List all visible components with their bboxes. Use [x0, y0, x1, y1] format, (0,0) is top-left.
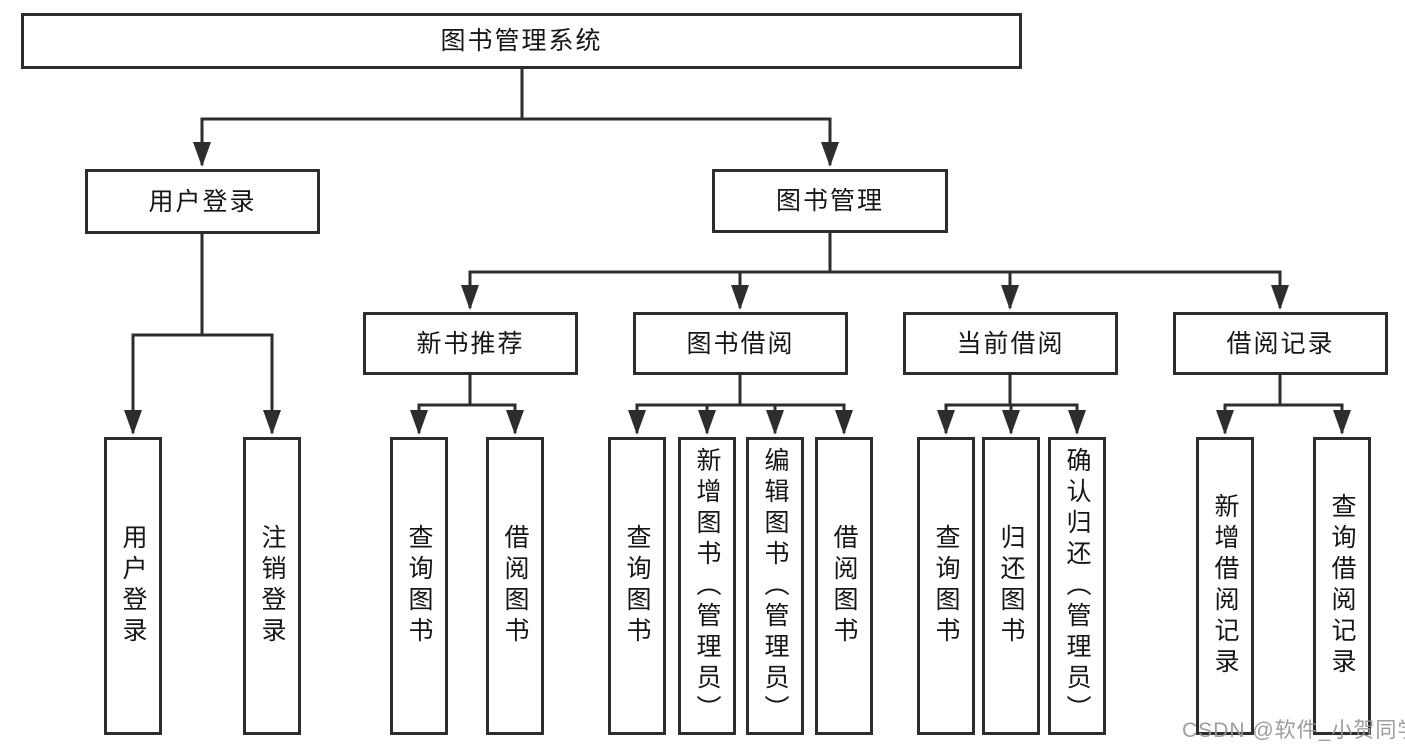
- leaf-label: 借阅图书: [501, 524, 529, 648]
- node-system-root: 图书管理系统: [21, 13, 1022, 69]
- leaf-label: 查询图书: [405, 524, 433, 648]
- leaf-label: 查询图书: [623, 524, 651, 648]
- node-label: 新书推荐: [416, 329, 525, 358]
- leaf-borrow-books-recommend: 借阅图书: [486, 437, 544, 735]
- leaf-label: 用户登录: [119, 524, 147, 648]
- csdn-watermark: CSDN @软件_小贺同学: [1182, 719, 1405, 742]
- leaf-query-books-borrowing: 查询图书: [608, 437, 666, 735]
- node-label: 图书管理系统: [440, 27, 603, 55]
- node-label: 借阅记录: [1226, 329, 1335, 358]
- node-current-borrowing: 当前借阅: [903, 312, 1118, 375]
- leaf-label: 借阅图书: [830, 524, 858, 648]
- node-label: 图书管理: [775, 187, 884, 215]
- leaf-label: 归还图书: [997, 524, 1025, 648]
- leaf-query-books-recommend: 查询图书: [390, 437, 448, 735]
- leaf-label: 查询借阅记录: [1328, 493, 1356, 679]
- leaf-return-books: 归还图书: [982, 437, 1040, 735]
- leaf-label: 新增图书（管理员）: [693, 446, 721, 726]
- leaf-user-login: 用户登录: [104, 437, 162, 735]
- leaf-label: 确认归还（管理员）: [1063, 446, 1091, 726]
- leaf-logout: 注销登录: [243, 437, 301, 735]
- leaf-borrow-books-borrowing: 借阅图书: [815, 437, 873, 735]
- leaf-label: 新增借阅记录: [1211, 493, 1239, 679]
- node-user-login: 用户登录: [85, 169, 320, 234]
- leaf-edit-book-admin: 编辑图书（管理员）: [746, 437, 804, 735]
- leaf-add-book-admin: 新增图书（管理员）: [678, 437, 736, 735]
- node-label: 当前借阅: [956, 329, 1065, 358]
- leaf-confirm-return-admin: 确认归还（管理员）: [1048, 437, 1106, 735]
- node-label: 用户登录: [148, 187, 257, 216]
- leaf-label: 编辑图书（管理员）: [761, 446, 789, 726]
- leaf-label: 注销登录: [258, 524, 286, 648]
- node-new-book-recommend: 新书推荐: [363, 312, 578, 375]
- node-borrowing-records: 借阅记录: [1173, 312, 1388, 375]
- leaf-label: 查询图书: [932, 524, 960, 648]
- node-label: 图书借阅: [686, 329, 795, 358]
- node-book-management: 图书管理: [712, 169, 948, 233]
- leaf-query-books-current: 查询图书: [917, 437, 975, 735]
- leaf-query-borrow-record: 查询借阅记录: [1313, 437, 1371, 735]
- node-book-borrowing: 图书借阅: [633, 312, 848, 375]
- leaf-add-borrow-record: 新增借阅记录: [1196, 437, 1254, 735]
